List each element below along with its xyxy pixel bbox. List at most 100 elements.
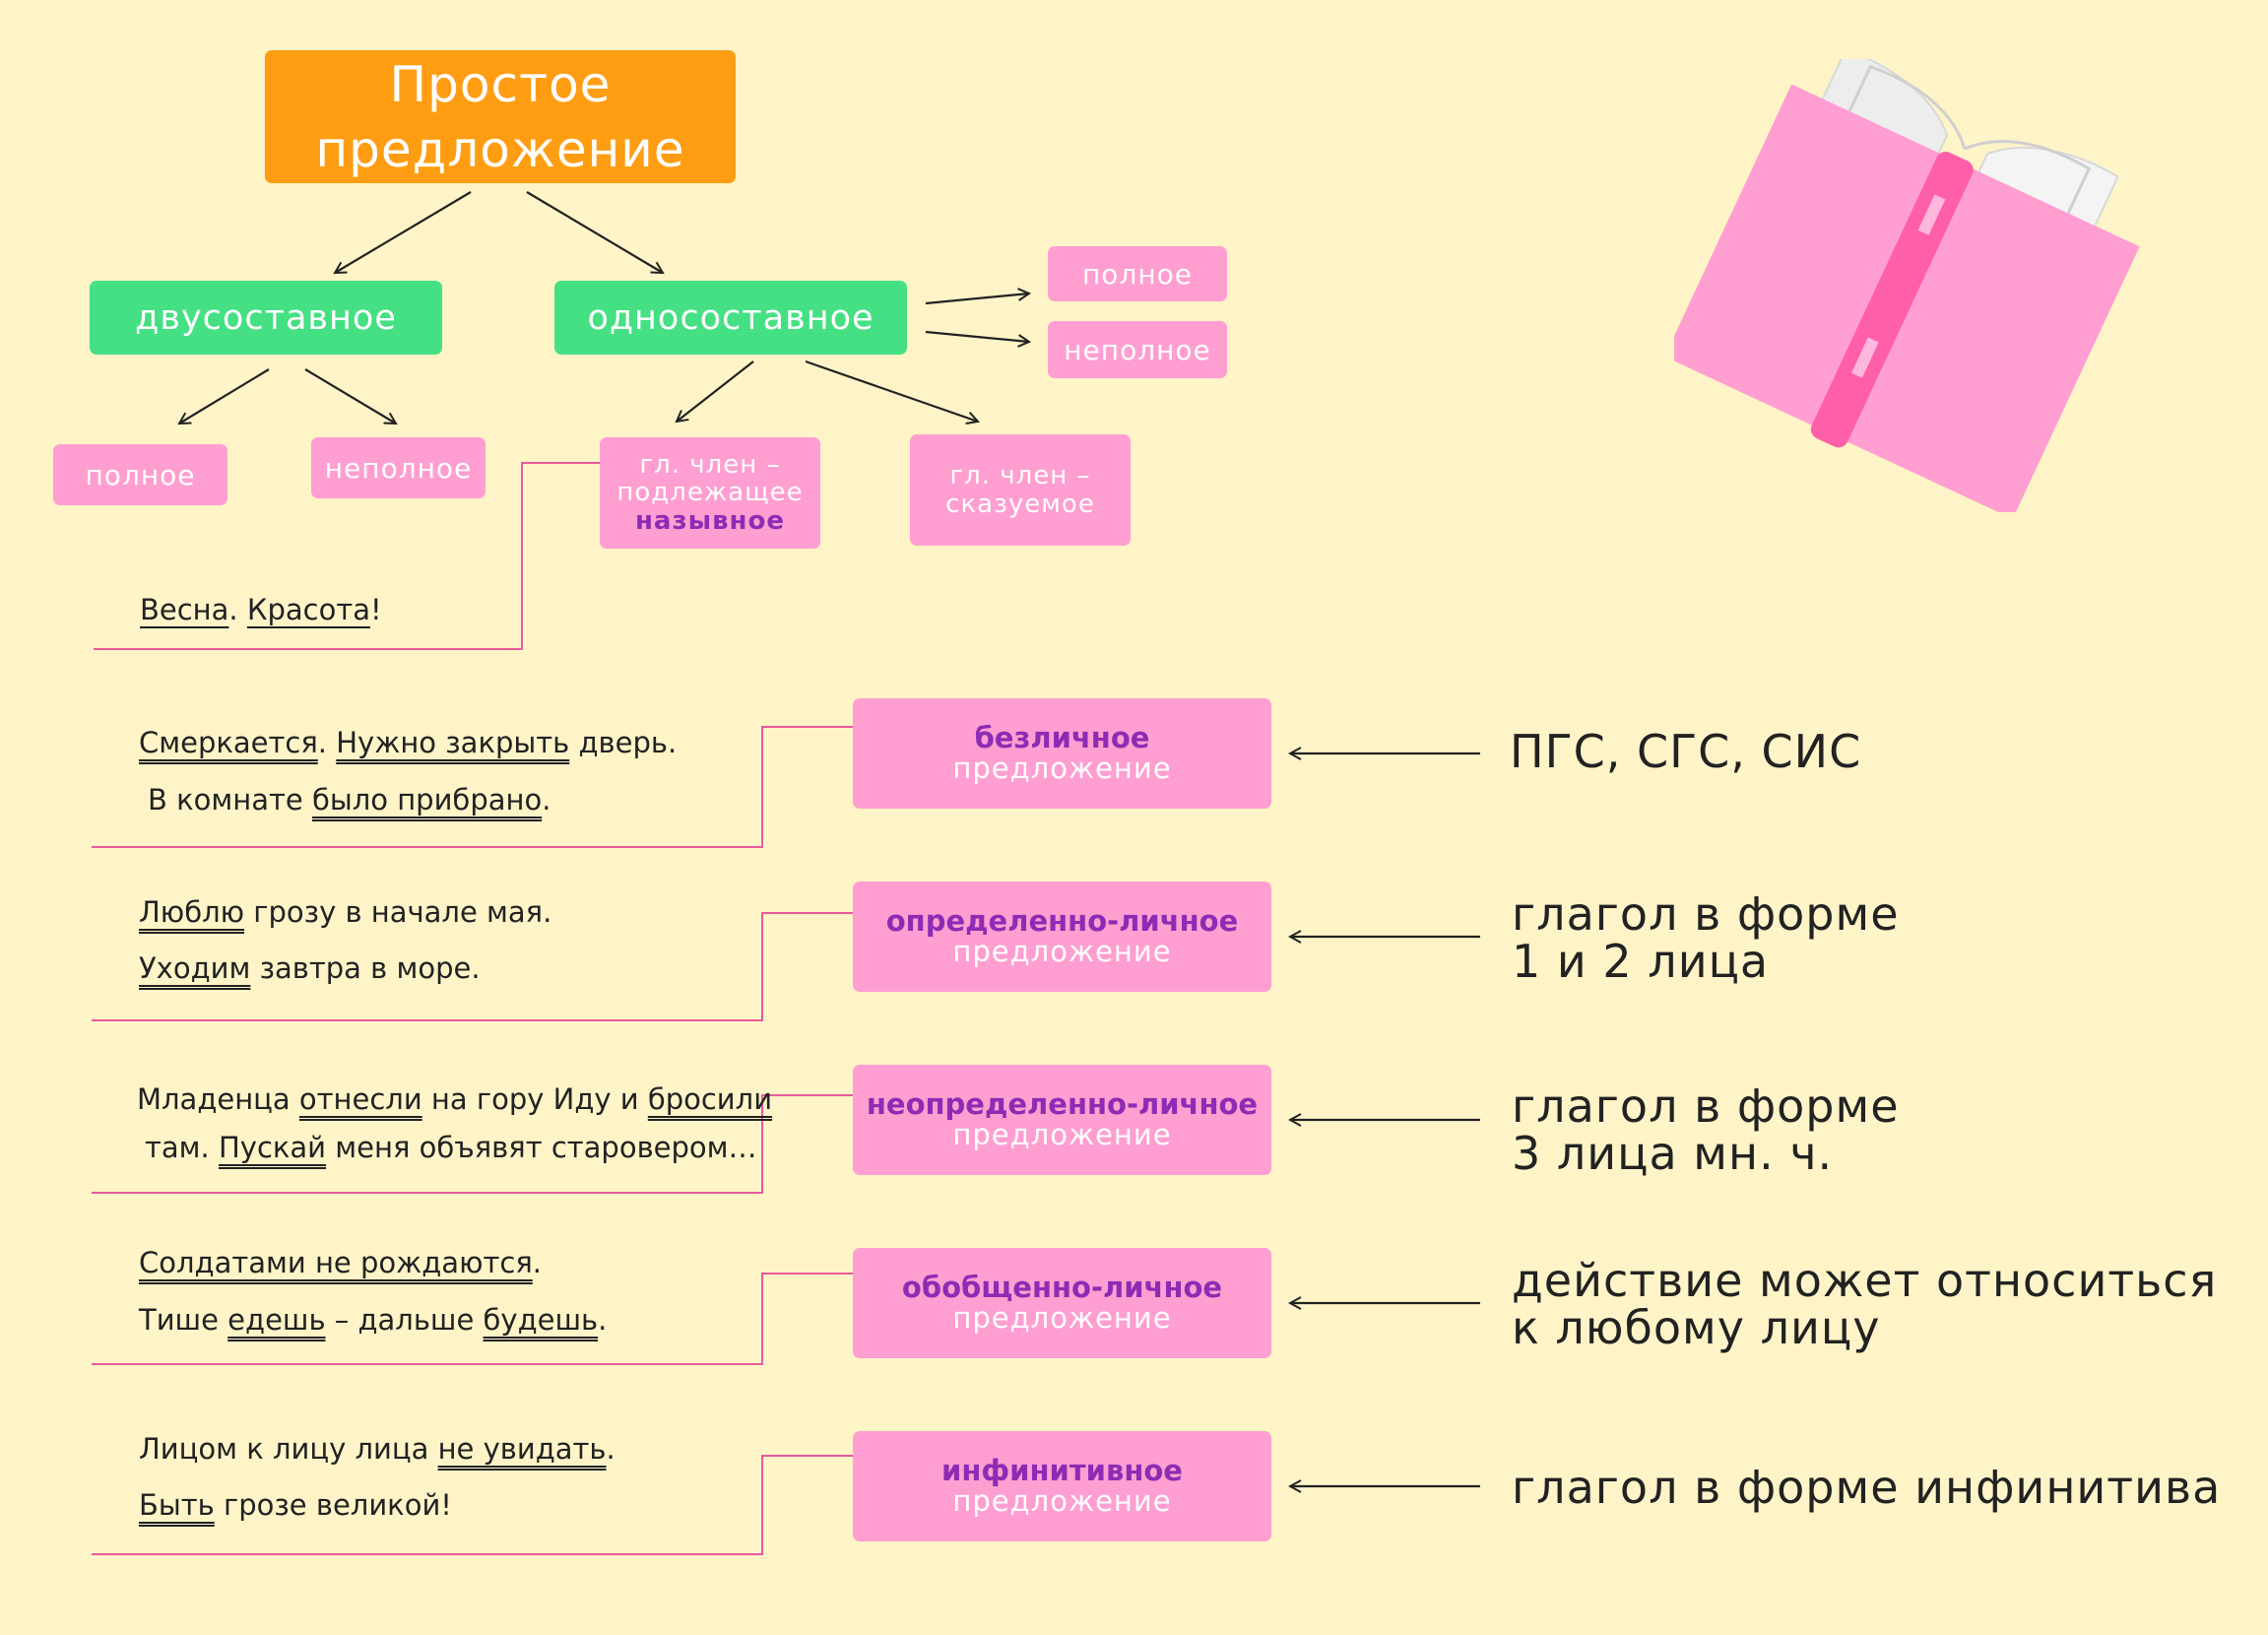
nominative-punct-2: ! bbox=[369, 593, 382, 626]
bracket-generalized bbox=[92, 1273, 853, 1365]
underlined-word: Нужно закрыть bbox=[336, 726, 570, 759]
text-span: меня объявят старовером… bbox=[326, 1131, 757, 1164]
two-part-full-node: полное bbox=[53, 444, 227, 505]
example-infinitive-line1: Лицом к лицу лица не увидать. bbox=[139, 1435, 616, 1464]
predicate-main-line1: гл. член – bbox=[949, 461, 1091, 491]
underlined-word: едешь bbox=[227, 1303, 326, 1337]
type-indefinite-word: предложение bbox=[952, 1118, 1172, 1151]
arrow-one-part-to-subject-main bbox=[677, 360, 754, 422]
root-node: Простое предложение bbox=[265, 50, 736, 183]
example-generalized-line1: Солдатами не рождаются. bbox=[139, 1249, 542, 1277]
desc-infinitive-line1: глагол в форме инфинитива bbox=[1512, 1461, 2222, 1514]
desc-definite-line1: глагол в форме bbox=[1512, 887, 1900, 941]
example-generalized-line2: Тише едешь – дальше будешь. bbox=[139, 1306, 607, 1335]
arrow-two-part-to-incomplete bbox=[304, 368, 396, 424]
bracket-indefinite bbox=[92, 1094, 853, 1194]
tree-arrows bbox=[179, 191, 1480, 1486]
desc-generalized-line1: действие может относиться bbox=[1512, 1254, 2218, 1307]
text-span: – дальше bbox=[325, 1303, 484, 1337]
text-span: на гору Иду и bbox=[421, 1082, 648, 1116]
nominative-word-2: Красота bbox=[246, 593, 370, 626]
one-part-full-node: полное bbox=[1048, 246, 1227, 301]
underlined-word: бросили bbox=[647, 1082, 773, 1116]
desc-generalized: действие может относиться к любому лицу bbox=[1512, 1254, 2218, 1354]
arrow-one-part-to-full bbox=[925, 294, 1029, 305]
type-definite-box: определенно-личное предложение bbox=[853, 882, 1271, 992]
nominative-word-1: Весна bbox=[140, 593, 229, 626]
text-span: . bbox=[317, 726, 337, 759]
text-span: Тише bbox=[139, 1303, 228, 1337]
underlined-word: Люблю bbox=[139, 895, 245, 929]
underlined-word: отнесли bbox=[298, 1082, 422, 1116]
desc-impersonal-line1: ПГС, СГС, СИС bbox=[1510, 725, 1862, 778]
desc-definite: глагол в форме 1 и 2 лица bbox=[1512, 887, 1900, 988]
type-definite-name: определенно-личное bbox=[885, 903, 1239, 938]
text-span: . bbox=[542, 783, 551, 817]
subject-main-line1: гл. член – bbox=[639, 450, 781, 481]
example-infinitive-line2: Быть грозе великой! bbox=[139, 1491, 452, 1520]
example-definite-line1: Люблю грозу в начале мая. bbox=[139, 898, 551, 927]
text-span: . bbox=[598, 1303, 608, 1337]
example-impersonal-line1: Смеркается. Нужно закрыть дверь. bbox=[139, 729, 677, 757]
underlined-word: Солдатами не рождаются bbox=[139, 1246, 533, 1279]
arrow-one-part-to-incomplete bbox=[925, 330, 1029, 342]
desc-indefinite-line2: 3 лица мн. ч. bbox=[1512, 1126, 1834, 1180]
nominative-example: Весна. Красота! bbox=[140, 596, 382, 624]
nominative-punct-1: . bbox=[228, 593, 247, 626]
example-indefinite-line2: там. Пускай меня объявят старовером… bbox=[145, 1134, 757, 1162]
type-infinitive-box: инфинитивное предложение bbox=[853, 1431, 1271, 1541]
type-definite-word: предложение bbox=[952, 935, 1172, 968]
type-infinitive-name: инфинитивное bbox=[941, 1453, 1183, 1487]
text-span: там. bbox=[145, 1131, 219, 1164]
type-indefinite-box: неопределенно-личное предложение bbox=[853, 1065, 1271, 1175]
bracket-infinitive bbox=[92, 1455, 853, 1555]
one-part-node: односоставное bbox=[554, 281, 907, 355]
text-span: . bbox=[606, 1432, 616, 1466]
underlined-word: Пускай bbox=[218, 1131, 327, 1164]
type-infinitive-word: предложение bbox=[952, 1484, 1172, 1518]
subject-main-type: назывное bbox=[634, 505, 786, 536]
subject-main-node: гл. член – подлежащее назывное bbox=[600, 437, 820, 549]
arrow-two-part-to-full bbox=[179, 368, 270, 424]
type-generalized-box: обобщенно-личное предложение bbox=[853, 1248, 1271, 1358]
type-impersonal-box: безличное предложение bbox=[853, 698, 1271, 809]
desc-impersonal: ПГС, СГС, СИС bbox=[1510, 725, 1862, 778]
desc-indefinite-line1: глагол в форме bbox=[1512, 1079, 1900, 1133]
text-span: дверь. bbox=[569, 726, 678, 759]
root-line1: Простое bbox=[389, 55, 612, 113]
predicate-main-line2: сказуемое bbox=[945, 489, 1095, 519]
text-span: грозу в начале мая. bbox=[244, 895, 552, 929]
text-span: Младенца bbox=[137, 1082, 299, 1116]
arrow-root-to-two-part bbox=[335, 191, 472, 273]
bracket-definite bbox=[92, 912, 853, 1021]
desc-indefinite: глагол в форме 3 лица мн. ч. bbox=[1512, 1079, 1900, 1180]
type-impersonal-word: предложение bbox=[952, 752, 1172, 785]
type-impersonal-name: безличное bbox=[974, 720, 1150, 754]
desc-infinitive: глагол в форме инфинитива bbox=[1512, 1461, 2222, 1514]
example-definite-line2: Уходим завтра в море. bbox=[139, 954, 481, 983]
desc-definite-line2: 1 и 2 лица bbox=[1512, 934, 1770, 988]
type-generalized-word: предложение bbox=[952, 1301, 1172, 1335]
two-part-incomplete-node: неполное bbox=[311, 437, 486, 498]
underlined-word: Быть bbox=[139, 1488, 215, 1522]
type-indefinite-name: неопределенно-личное bbox=[866, 1086, 1259, 1121]
root-line2: предложение bbox=[315, 120, 685, 178]
example-indefinite-line1: Младенца отнесли на гору Иду и бросили bbox=[137, 1085, 772, 1114]
arrow-one-part-to-predicate-main bbox=[805, 360, 978, 422]
text-span: Лицом к лицу лица bbox=[139, 1432, 438, 1466]
underlined-word: Смеркается bbox=[139, 726, 318, 759]
one-part-incomplete-node: неполное bbox=[1048, 321, 1227, 378]
type-generalized-name: обобщенно-личное bbox=[901, 1270, 1223, 1304]
desc-generalized-line2: к любому лицу bbox=[1512, 1300, 1881, 1354]
text-span: В комнате bbox=[148, 783, 312, 817]
underlined-word: было прибрано bbox=[311, 783, 543, 817]
underlined-word: Уходим bbox=[139, 951, 251, 985]
subject-main-line2: подлежащее bbox=[616, 478, 804, 508]
arrow-root-to-one-part bbox=[526, 191, 663, 273]
predicate-main-node: гл. член – сказуемое bbox=[910, 434, 1131, 546]
book-icon bbox=[1674, 59, 2140, 512]
text-span: . bbox=[532, 1246, 542, 1279]
underlined-word: не увидать bbox=[437, 1432, 607, 1466]
bracket-impersonal bbox=[92, 726, 853, 848]
